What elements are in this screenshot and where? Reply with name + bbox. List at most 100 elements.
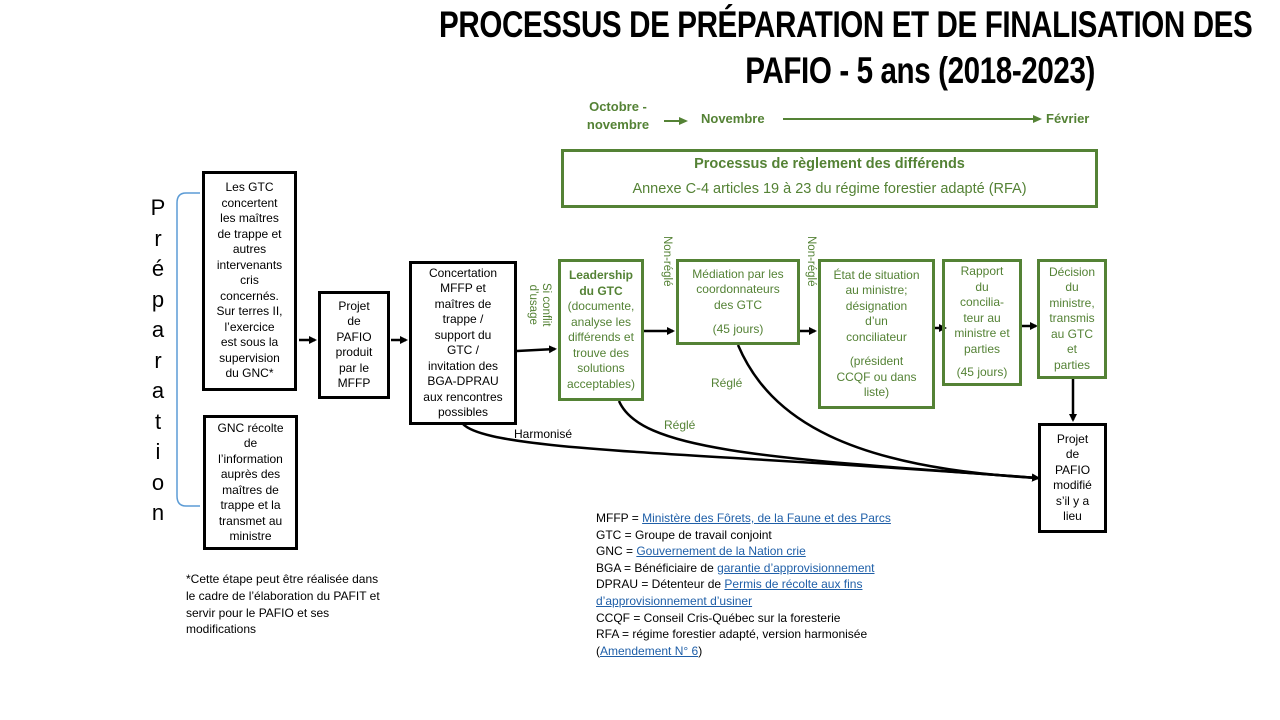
box-text-line: d’un	[865, 314, 888, 328]
box-text-line: coordonnateurs	[696, 282, 780, 296]
legend-dprau-link-1[interactable]: Permis de récolte aux fins	[724, 577, 863, 592]
box-text-line: maîtres de	[222, 482, 279, 497]
legend-bga-link[interactable]: garantie d’approvisionnement	[717, 560, 875, 575]
label-si-conflit: Si conflit d’usage	[526, 283, 552, 326]
preparation-letter: r	[154, 225, 162, 251]
box-text-line: liste)	[863, 385, 890, 399]
box-text-line: Rapport	[960, 264, 1004, 279]
box-text-line: possibles	[437, 405, 488, 419]
box-text-line: transmet au	[218, 513, 283, 528]
box-text-line: parties	[963, 341, 1000, 356]
box-text-line: ministre	[229, 529, 272, 543]
legend-gtc: GTC = Groupe de travail conjoint	[596, 527, 772, 542]
box-text-line: solutions	[577, 361, 625, 375]
box-text-line: de	[243, 436, 258, 450]
box-text-line: auprès des	[220, 467, 281, 481]
label-non-regle-2: Non-réglé	[805, 236, 817, 287]
box-text-line: désignation	[845, 298, 908, 313]
footnote-line: le cadre de l’élaboration du PAFIT et	[186, 588, 380, 603]
box-text-line: analyse les	[570, 314, 632, 329]
legend-gnc: GNC = Gouvernement de la Nation crie	[596, 544, 806, 559]
box-text-line: concernés.	[220, 288, 279, 303]
label-regle-2: Réglé	[711, 376, 743, 390]
dispute-banner-title: Processus de règlement des différends	[694, 156, 965, 172]
box-text-line: concilia-	[959, 295, 1004, 310]
box-text-line: les maîtres	[220, 211, 279, 226]
box-text-line: Concertation	[428, 265, 498, 280]
preparation-letter: p	[151, 286, 165, 312]
box-text-line: Décision	[1048, 264, 1096, 279]
box-text-line: GTC /	[446, 343, 479, 357]
box-text-line: Médiation par les	[692, 266, 784, 281]
box-text-line: (documente,	[567, 299, 635, 313]
timeline-start-line2: novembre	[586, 117, 650, 132]
dispute-banner-subtitle: Annexe C-4 articles 19 à 23 du régime fo…	[632, 181, 1027, 197]
box-text-line: ministre et	[954, 326, 1010, 341]
box-text-line: lieu	[1063, 509, 1082, 523]
box-text-line: invitation des	[427, 358, 499, 373]
box-text-line: s’il y a	[1055, 493, 1090, 508]
legend-mffp-link[interactable]: Ministère des Fôrets, de la Faune et des…	[642, 511, 891, 525]
box-text-line: au GTC	[1050, 326, 1093, 341]
legend-amendement-link[interactable]: Amendement N° 6	[600, 643, 699, 658]
legend: MFFP = Ministère des Fôrets, de la Faune…	[596, 510, 891, 659]
box-text-line: supervision	[219, 350, 280, 365]
box-text-line: parties	[1053, 357, 1091, 372]
box-text-line: aux rencontres	[423, 389, 503, 404]
box-text-line: acceptables)	[566, 376, 636, 391]
page-title-line2: PAFIO - 5 ans (2018-2023)	[745, 50, 1095, 91]
box-text-line: autres	[232, 242, 267, 257]
preparation-letter: é	[151, 256, 165, 281]
box-text-line: MFFP et	[440, 281, 486, 295]
legend-dprau-cont: d’approvisionnement d’usiner	[596, 593, 891, 610]
legend-dprau-link-2[interactable]: d’approvisionnement d’usiner	[596, 593, 753, 608]
preparation-letter: a	[151, 378, 165, 403]
legend-dprau: DPRAU = Détenteur de Permis de récolte a…	[596, 577, 863, 592]
preparation-letter: r	[154, 347, 162, 373]
box-text-line: Sur terres II,	[216, 304, 283, 319]
timeline-end: Février	[1046, 111, 1090, 126]
box-text-line: GNC récolte	[217, 420, 284, 435]
box-text-line: PAFIO	[336, 329, 372, 344]
box-text-line: est sous la	[220, 335, 279, 350]
legend-bga: BGA = Bénéficiaire de garantie d’approvi…	[596, 560, 875, 575]
box-text-line: produit	[335, 345, 373, 359]
box-text-line: et	[1066, 342, 1077, 357]
preparation-letter: n	[151, 500, 165, 525]
box-text-line: l’information	[218, 451, 283, 466]
box-text-line: ministre,	[1049, 295, 1095, 310]
curve-regle-leadership	[617, 400, 1040, 482]
timeline-start: Octobre - novembre	[578, 98, 658, 134]
preparation-letter: t	[154, 408, 162, 434]
box-text-line: intervenants	[216, 257, 283, 272]
box-text-line: du	[1065, 280, 1079, 295]
footnote-line: servir pour le PAFIO et ses	[186, 605, 330, 620]
label-harmonise: Harmonisé	[514, 427, 573, 441]
box-text-line: de	[1065, 447, 1080, 461]
rapport-days: (45 jours)	[956, 365, 1008, 380]
dispute-process-banner: Processus de règlement des différends An…	[561, 149, 1098, 208]
preparation-letter: P	[150, 195, 166, 220]
legend-rfa: RFA = régime forestier adapté, version h…	[596, 627, 868, 642]
box-text-line: CCQF ou dans	[836, 369, 917, 384]
box-text-line: au ministre;	[845, 283, 908, 297]
legend-gnc-link[interactable]: Gouvernement de la Nation crie	[636, 544, 806, 559]
box-text-line: Projet	[338, 298, 370, 313]
box-text-line: différends et	[568, 330, 634, 344]
legend-amendement: (Amendement N° 6)	[596, 643, 703, 658]
